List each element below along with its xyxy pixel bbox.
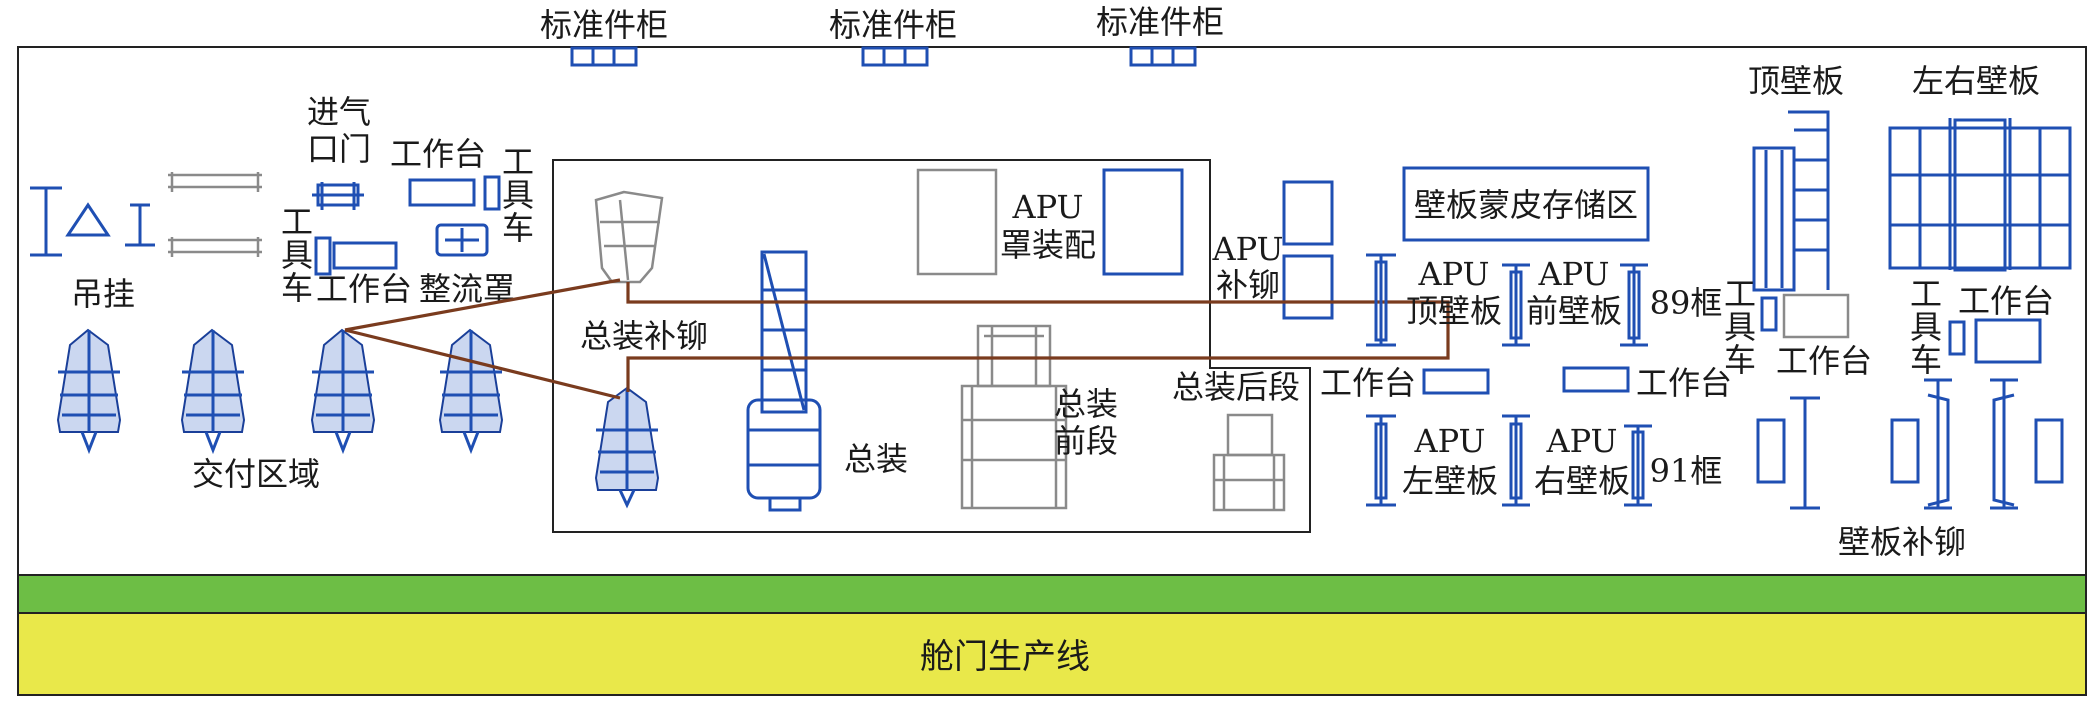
cone-fixture-2 xyxy=(180,328,246,455)
final-rivet-fixture xyxy=(594,386,660,509)
toolcart-top-label-1: 工 xyxy=(502,143,534,181)
workbench-top xyxy=(408,178,476,207)
panel-storage-label: 壁板蒙皮存储区 xyxy=(1414,186,1638,224)
apu-right-label-1: APU xyxy=(1545,422,1617,460)
apu-rivet-box-2 xyxy=(1282,254,1334,320)
inlet-door-label-1: 进气 xyxy=(307,93,371,131)
cabinet-2: 标准件柜 xyxy=(829,6,957,67)
final-assembly-label: 总装 xyxy=(844,440,908,478)
workbench-left-label: 工作台 xyxy=(316,270,412,308)
workbench-mid-right xyxy=(1562,366,1630,393)
hanging-fixtures xyxy=(30,186,155,257)
toolcart-left-label-1: 工 xyxy=(281,203,313,241)
apu-front-label-1: APU xyxy=(1537,255,1609,293)
apu-rivet-label-1: APU xyxy=(1211,230,1283,268)
workbench-left xyxy=(332,241,398,270)
final-rear-label: 总装后段 xyxy=(1172,368,1300,406)
final-rivet-label: 总装补铆 xyxy=(580,317,708,355)
cone-fixture-1 xyxy=(56,328,122,455)
panel-rivet-fixtures xyxy=(1756,378,2064,510)
apu-top-label-2: 顶壁板 xyxy=(1406,292,1502,330)
apu-rivet-label-2: 补铆 xyxy=(1216,266,1280,304)
frame-89-label: 89框 xyxy=(1650,284,1723,322)
route-lines xyxy=(344,278,1450,400)
apu-rivet-box-1 xyxy=(1282,180,1334,246)
apu-cover-label-1: APU xyxy=(1011,188,1083,226)
frame-91-label: 91框 xyxy=(1650,452,1723,490)
workbench-mid-left-label: 工作台 xyxy=(1320,364,1416,402)
apu-top-panel-fixture xyxy=(1366,253,1396,347)
workbench-mid-right-label: 工作台 xyxy=(1636,364,1732,402)
svg-text:标准件柜: 标准件柜 xyxy=(540,6,668,44)
frame-91-fixture xyxy=(1624,424,1652,507)
grey-frames-left xyxy=(168,172,262,257)
hanging-label: 吊挂 xyxy=(71,275,135,313)
lr-panel-label: 左右壁板 xyxy=(1912,62,2040,100)
apu-left-label-1: APU xyxy=(1413,422,1485,460)
toolcart-right2-label-2: 具 xyxy=(1910,308,1942,346)
cabinet-3: 标准件柜 xyxy=(1096,3,1224,67)
inlet-door-fixture xyxy=(312,182,364,210)
toolcart-right2 xyxy=(1948,320,1966,356)
delivery-area-label: 交付区域 xyxy=(192,455,320,493)
toolcart-left-label-2: 具 xyxy=(281,236,313,274)
svg-text:标准件柜: 标准件柜 xyxy=(829,6,957,44)
panel-storage-box xyxy=(1402,166,1650,242)
workbench-right2-label: 工作台 xyxy=(1958,282,2054,320)
toolcart-right2-label-1: 工 xyxy=(1910,275,1942,313)
toolcart-top-label-3: 车 xyxy=(502,209,534,247)
inlet-door-label-2: 口门 xyxy=(307,130,371,168)
apu-right-panel-fixture xyxy=(1502,414,1530,507)
final-rear-fixture xyxy=(1212,413,1286,512)
toolcart-right1-label-1: 工 xyxy=(1724,275,1756,313)
grey-box-fixture xyxy=(916,168,998,276)
final-front-label-2: 前段 xyxy=(1054,422,1118,460)
apu-cover-box xyxy=(1102,168,1184,276)
svg-text:标准件柜: 标准件柜 xyxy=(1096,3,1224,41)
frame-89-fixture xyxy=(1620,263,1648,347)
workbench-right1-label: 工作台 xyxy=(1776,342,1872,380)
cabinet-1: 标准件柜 xyxy=(540,6,668,67)
cone-fixture-3 xyxy=(310,328,376,455)
final-front-label-1: 总装 xyxy=(1054,385,1118,423)
production-line-label: 舱门生产线 xyxy=(920,637,1090,677)
green-band xyxy=(17,574,2087,614)
final-assembly-fixture xyxy=(746,250,822,512)
apu-front-label-2: 前壁板 xyxy=(1526,292,1622,330)
final-front-fixture xyxy=(960,324,1068,510)
toolcart-top-label-2: 具 xyxy=(502,176,534,214)
workbench-mid-left xyxy=(1422,368,1490,395)
workbench-right2 xyxy=(1974,318,2042,364)
panel-rivet-label: 壁板补铆 xyxy=(1838,523,1966,561)
fairing-fixture xyxy=(435,223,489,257)
delivery-fixtures xyxy=(56,328,504,455)
apu-cover-label-2: 罩装配 xyxy=(1000,226,1096,264)
apu-front-panel-fixture xyxy=(1502,263,1530,347)
grey-cone-fixture xyxy=(594,190,664,284)
toolcart-right1-label-2: 具 xyxy=(1724,308,1756,346)
workbench-right1 xyxy=(1782,293,1850,339)
apu-left-panel-fixture xyxy=(1366,414,1396,507)
top-panel-label: 顶壁板 xyxy=(1748,62,1844,100)
top-panel-fixture xyxy=(1752,110,1830,292)
toolcart-right1-label-3: 车 xyxy=(1724,341,1756,379)
toolcart-right2-label-3: 车 xyxy=(1910,341,1942,379)
yellow-band xyxy=(17,612,2087,696)
apu-right-label-2: 右壁板 xyxy=(1534,462,1630,500)
apu-top-label-1: APU xyxy=(1417,255,1489,293)
lr-panel-fixture xyxy=(1888,118,2072,272)
toolcart-top xyxy=(483,175,501,211)
cone-fixture-4 xyxy=(438,328,504,455)
toolcart-left xyxy=(314,236,332,276)
toolcart-right1 xyxy=(1760,296,1778,332)
apu-left-label-2: 左壁板 xyxy=(1402,462,1498,500)
final-assembly-area xyxy=(552,159,1311,533)
toolcart-left-label-3: 车 xyxy=(281,269,313,307)
workbench-top-label: 工作台 xyxy=(390,135,486,173)
